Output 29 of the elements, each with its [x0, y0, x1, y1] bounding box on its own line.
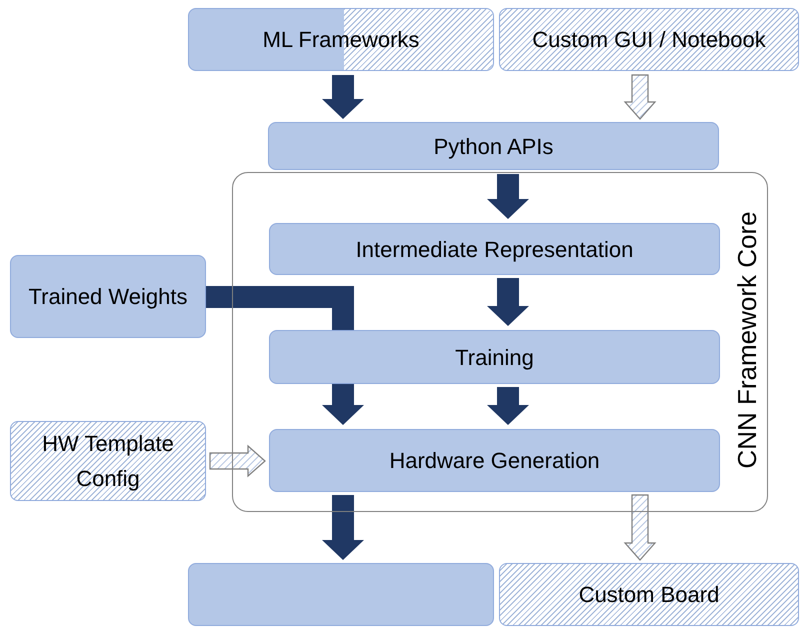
framework-box — [188, 8, 494, 71]
block-arrow — [624, 74, 656, 120]
node-label: Custom Board — [578, 581, 720, 609]
input-box — [10, 255, 206, 338]
block-arrow — [209, 444, 266, 478]
block-arrow — [487, 387, 529, 425]
board-box — [499, 563, 799, 626]
process-box — [269, 223, 720, 275]
process-box — [269, 429, 720, 492]
core-label: CNN Framework Core — [734, 210, 760, 471]
block-arrow — [624, 494, 656, 561]
node-label: Training — [455, 344, 534, 372]
gui-box — [499, 8, 799, 71]
node-label: Hardware Generation — [389, 447, 600, 475]
node-label: Custom GUI / Notebook — [532, 26, 766, 54]
block-arrow — [487, 174, 529, 219]
node-label: Trained Weights — [28, 283, 188, 311]
node-label: Intermediate Representation — [356, 236, 634, 264]
input-box — [10, 421, 206, 501]
node-label: Python APIs — [434, 132, 554, 161]
block-arrow — [322, 495, 364, 560]
block-arrow — [487, 278, 529, 326]
core-frame — [232, 172, 768, 512]
process-box — [269, 330, 720, 384]
block-arrow — [322, 75, 364, 119]
board-box — [188, 563, 494, 626]
node-label: ML Frameworks — [262, 26, 420, 54]
api-box — [268, 122, 719, 170]
node-label: HW Template Config — [41, 430, 175, 493]
